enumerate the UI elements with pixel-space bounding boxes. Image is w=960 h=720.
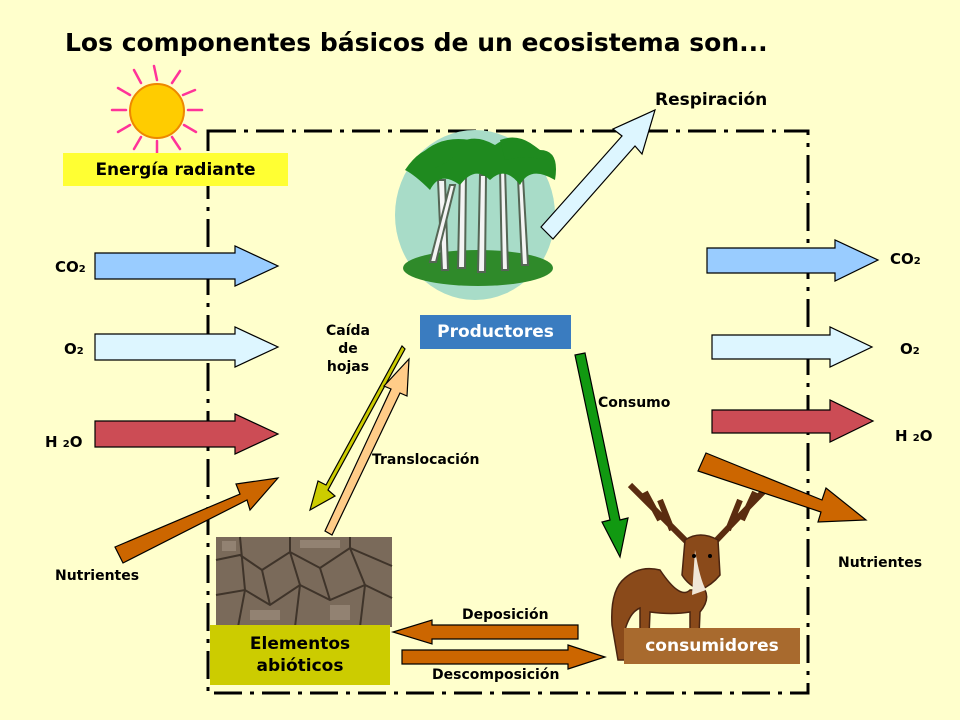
nutrients-output-label: Nutrientes	[838, 555, 923, 571]
h2o-input-arrow	[94, 413, 280, 455]
deposition-arrow	[390, 619, 579, 645]
h2o-output-arrow	[711, 399, 875, 443]
page-title: Los componentes básicos de un ecosistema…	[65, 28, 768, 57]
sun-icon	[110, 64, 204, 155]
consumption-label: Consumo	[598, 395, 671, 411]
co2-input-arrow	[94, 245, 280, 287]
translocation-arrow	[324, 357, 410, 536]
energy-label: Energía radiante	[95, 159, 256, 180]
co2-output-label: CO2	[890, 250, 921, 268]
abiotic-box: Elementos abióticos	[210, 625, 390, 685]
nutrients-input-arrow	[114, 477, 280, 564]
trees-illustration	[395, 130, 556, 300]
o2-input-label: O2	[64, 340, 84, 358]
respiration-arrow	[540, 108, 656, 240]
translocation-label: Translocación	[372, 452, 480, 468]
respiration-label: Respiración	[655, 90, 768, 110]
producers-box: Productores	[420, 315, 571, 349]
o2-output-arrow	[711, 326, 874, 368]
cracked-soil-image	[215, 536, 393, 628]
h2o-output-label: H 2O	[895, 427, 933, 445]
leaf-fall-label: Caída de hojas	[326, 323, 370, 375]
producers-label: Productores	[437, 322, 554, 342]
consumers-label: consumidores	[645, 636, 779, 656]
o2-input-arrow	[94, 326, 280, 368]
o2-output-label: O2	[900, 340, 920, 358]
leaf-fall-arrow	[309, 345, 406, 512]
consumers-box: consumidores	[624, 628, 800, 664]
consumption-arrow	[574, 352, 629, 559]
decomposition-label: Descomposición	[432, 667, 560, 683]
decomposition-arrow	[401, 644, 607, 670]
co2-input-label: CO2	[55, 258, 86, 276]
h2o-input-label: H 2O	[45, 433, 83, 451]
nutrients-output-arrow	[697, 452, 868, 523]
deposition-label: Deposición	[462, 607, 549, 623]
energy-box: Energía radiante	[63, 153, 288, 186]
abiotic-label-line2: abióticos	[256, 656, 344, 676]
nutrients-input-label: Nutrientes	[55, 568, 140, 584]
abiotic-label-line1: Elementos	[249, 634, 351, 654]
co2-output-arrow	[706, 239, 880, 282]
